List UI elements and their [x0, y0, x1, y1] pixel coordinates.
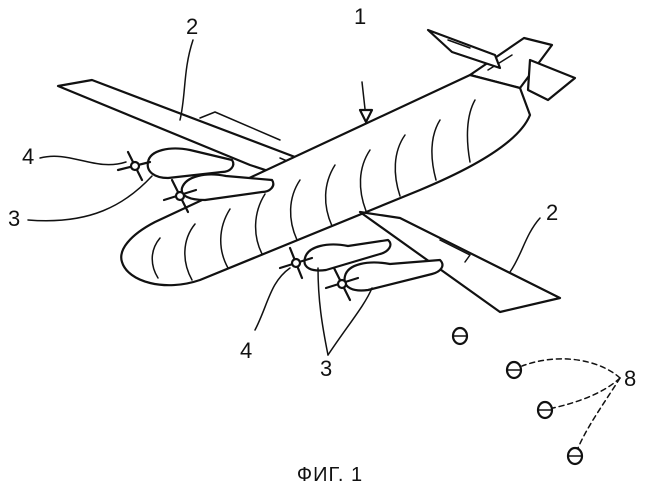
label-propeller-lower: 4 — [240, 338, 252, 363]
leader-payload-a — [522, 359, 620, 378]
label-engine-upper: 3 — [8, 206, 20, 231]
label-wing-lower: 2 — [546, 200, 558, 225]
leader-wing-lower — [510, 218, 540, 272]
leader-propeller-lower — [255, 268, 290, 330]
label-engine-lower: 3 — [320, 356, 332, 381]
leader-wing-upper — [180, 40, 193, 120]
arrowhead-aircraft — [360, 110, 372, 122]
payload-3 — [538, 402, 552, 418]
label-propeller-upper: 4 — [22, 144, 34, 169]
label-wing-upper: 2 — [186, 14, 198, 39]
leader-propeller-upper — [40, 156, 126, 164]
label-aircraft: 1 — [354, 4, 366, 29]
payload-2 — [507, 362, 521, 378]
label-payload: 8 — [624, 366, 636, 391]
leader-engine-upper — [28, 176, 152, 221]
propeller-upper-1 — [118, 152, 150, 180]
wing-lower — [360, 212, 560, 312]
engine-lower-2 — [345, 260, 443, 290]
payload-4 — [568, 448, 582, 464]
payload-1 — [453, 328, 467, 344]
figure-caption: ФИГ. 1 — [0, 464, 660, 487]
leader-payload-c — [578, 378, 620, 448]
leader-engine-lower-a — [318, 268, 328, 355]
